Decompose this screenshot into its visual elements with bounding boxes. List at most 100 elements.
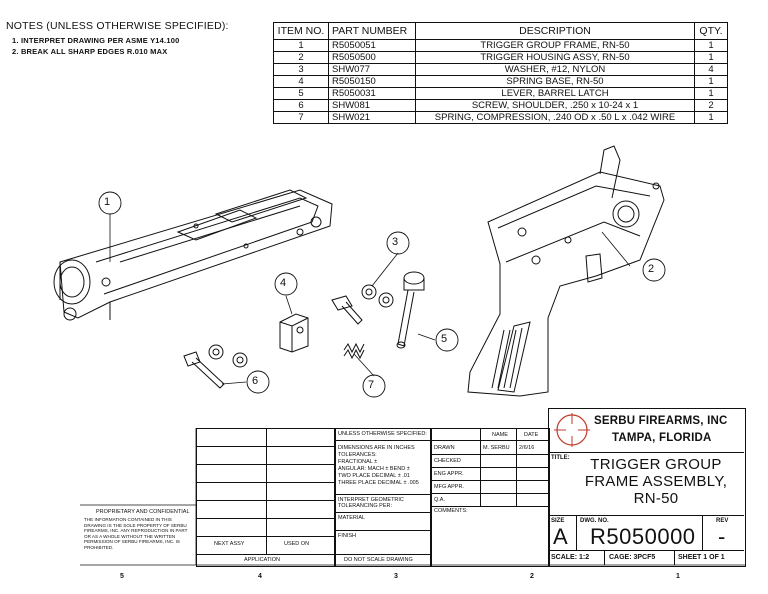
latch-lever-part (396, 271, 425, 349)
proprietary-text: THE INFORMATION CONTAINED IN THIS DRAWIN… (84, 517, 188, 550)
application-label: APPLICATION (244, 557, 280, 563)
date-header: DATE (524, 432, 539, 438)
balloon-1: 1 (104, 196, 111, 208)
washer-parts (208, 284, 394, 368)
balloon-3: 3 (392, 236, 399, 248)
tb-divider (548, 515, 744, 516)
tb-divider (430, 454, 548, 455)
balloon-4: 4 (280, 277, 287, 289)
note-1: 1. INTERPRET DRAWING PER ASME Y14.100 (12, 36, 180, 45)
tb-divider (196, 464, 334, 465)
trigger-housing-part (467, 145, 665, 397)
drawn-date: 2/6/16 (519, 445, 535, 451)
tb-divider (430, 493, 548, 494)
tb-divider (604, 550, 605, 565)
tb-divider (266, 428, 267, 554)
tb-divider (196, 518, 334, 519)
mfg-appr-label: MFG APPR. (434, 484, 464, 490)
compression-spring-part (343, 342, 365, 360)
interpret-tolerancing-label: INTERPRET GEOMETRIC TOLERANCING PER: (338, 497, 404, 509)
tb-divider (548, 452, 744, 453)
zone-label: 3 (394, 573, 398, 580)
dims-inches-label: DIMENSIONS ARE IN INCHES (338, 445, 415, 451)
crosshair-logo-icon (554, 413, 590, 447)
tb-divider (334, 554, 430, 555)
next-assy-label: NEXT ASSY (214, 541, 245, 547)
tb-divider (430, 440, 548, 441)
scale-label: SCALE: 1:2 (551, 554, 590, 561)
tb-divider (196, 536, 334, 537)
zone-label: 1 (676, 573, 680, 580)
tb-divider (196, 500, 334, 501)
company-location: TAMPA, FLORIDA (612, 432, 712, 444)
zone-label: 5 (120, 573, 124, 580)
sheet-label: SHEET 1 OF 1 (678, 554, 725, 561)
balloon-circles (98, 191, 666, 398)
do-not-scale-label: DO NOT SCALE DRAWING (344, 557, 413, 563)
spring-base-part (279, 313, 309, 353)
proprietary-title: PROPRIETARY AND CONFIDENTIAL (96, 509, 190, 515)
tb-divider (674, 550, 675, 565)
eng-appr-label: ENG APPR. (434, 471, 464, 477)
zone-label: 4 (258, 573, 262, 580)
trigger-frame-part (53, 189, 333, 321)
shoulder-screw-parts (183, 295, 363, 389)
drawn-label: DRAWN (434, 445, 455, 451)
name-header: NAME (492, 432, 508, 438)
balloon-2: 2 (648, 263, 655, 275)
cage-label: CAGE: 3PCF5 (609, 554, 656, 561)
bom-qty: 1 (694, 111, 728, 124)
tb-divider (430, 506, 548, 507)
notes-title: NOTES (UNLESS OTHERWISE SPECIFIED): (6, 20, 229, 32)
three-place-label: THREE PLACE DECIMAL ± .005 (338, 480, 419, 486)
title-line-1: TRIGGER GROUP (590, 456, 722, 473)
tb-divider (196, 482, 334, 483)
balloon-6: 6 (252, 375, 259, 387)
tb-divider (196, 554, 334, 555)
tb-divider (334, 440, 430, 441)
size-label: SIZE (551, 518, 565, 524)
tb-divider (430, 467, 548, 468)
note-2: 2. BREAK ALL SHARP EDGES R.010 MAX (12, 47, 168, 56)
used-on-label: USED ON (284, 541, 310, 547)
dwg-no-label: DWG. NO. (580, 518, 609, 524)
tolerances-label: TOLERANCES: (338, 452, 377, 458)
tb-divider (576, 515, 577, 550)
bom-header-row: ITEM NO. PART NUMBER DESCRIPTION QTY. (273, 22, 728, 40)
checked-label: CHECKED (434, 458, 461, 464)
drawn-name: M. SERBU (483, 445, 510, 451)
tb-company-block (548, 408, 746, 567)
leader-lines (109, 214, 631, 385)
title-line-3: RN-50 (633, 490, 679, 507)
finish-label: FINISH (338, 533, 357, 539)
zone-label: 2 (530, 573, 534, 580)
bom-part: SHW021 (328, 111, 416, 124)
tb-divider (334, 530, 430, 531)
tb-divider (196, 446, 334, 447)
tb-divider (430, 480, 548, 481)
title-line-2: FRAME ASSEMBLY, (584, 473, 728, 490)
two-place-label: TWO PLACE DECIMAL ± .01 (338, 473, 410, 479)
size-value: A (553, 524, 568, 549)
balloon-5: 5 (441, 333, 448, 345)
tb-approvals-block (430, 428, 550, 567)
comments-label: COMMENTS: (434, 508, 468, 514)
angular-label: ANGULAR: MACH ± BEND ± (338, 466, 410, 472)
unless-specified-label: UNLESS OTHERWISE SPECIFIED: (338, 431, 427, 437)
company-name: SERBU FIREARMS, INC (594, 415, 728, 427)
tb-divider (548, 550, 744, 551)
rev-value: - (718, 524, 726, 549)
dwg-no-value: R5050000 (590, 524, 696, 549)
fractional-label: FRACTIONAL ± (338, 459, 378, 465)
qa-label: Q.A. (434, 497, 446, 503)
drawing-title: TRIGGER GROUP FRAME ASSEMBLY, RN-50 (570, 456, 742, 507)
material-label: MATERIAL (338, 515, 366, 521)
tb-tolerance-block (334, 428, 432, 567)
title-label: TITLE: (551, 455, 570, 461)
rev-label: REV (716, 518, 729, 524)
